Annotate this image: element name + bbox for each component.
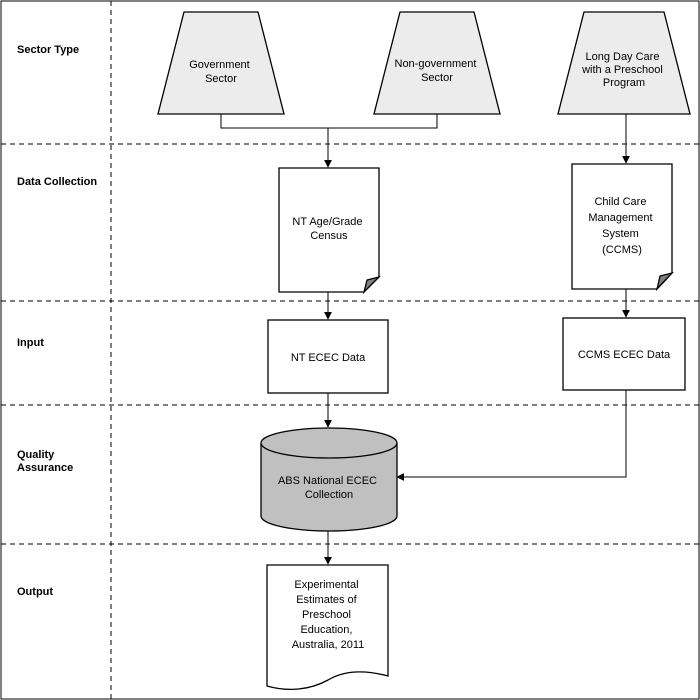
node-text-line: Non-government	[395, 58, 477, 70]
node-text-line: CCMS ECEC Data	[578, 349, 671, 361]
node-long-day-care: Long Day Care with a Preschool Program	[557, 11, 691, 115]
arrow-ccms-ecec-to-abs	[396, 390, 627, 481]
node-long-day-care-text: Long Day Care with a Preschool Program	[581, 51, 666, 89]
node-ccms-text: Child Care Management System (CCMS)	[588, 196, 655, 256]
node-nongovernment-sector: Non-government Sector	[373, 11, 501, 115]
node-text-line: Program	[603, 77, 645, 89]
node-text-line: (CCMS)	[602, 244, 642, 256]
node-nongovernment-sector-text: Non-government Sector	[395, 58, 480, 84]
connector-government-to-merge	[220, 114, 328, 129]
node-ccms-ecec-data-text: CCMS ECEC Data	[578, 349, 671, 361]
node-government-sector: Government Sector	[157, 11, 285, 115]
node-text-line: Estimates of	[296, 594, 357, 606]
node-text-line: Sector	[421, 72, 453, 84]
node-text-line: NT ECEC Data	[291, 352, 366, 364]
node-text-line: Australia, 2011	[292, 639, 365, 651]
lane-label-input: Input	[17, 337, 44, 349]
node-text-line: ABS National ECEC	[278, 475, 377, 487]
node-text-line: Collection	[305, 489, 353, 501]
node-text-line: Sector	[205, 73, 237, 85]
node-text-line: NT Age/Grade	[292, 216, 362, 228]
lane-label-quality-assurance: Quality Assurance	[17, 449, 73, 474]
lane-label-data-collection: Data Collection	[17, 176, 97, 188]
node-text-line: Education,	[300, 624, 352, 636]
connector-nongovernment-to-merge	[328, 114, 438, 129]
node-text-line: Long Day Care	[585, 51, 659, 63]
node-nt-ecec-data: NT ECEC Data	[267, 319, 389, 394]
node-ccms: Child Care Management System (CCMS)	[571, 163, 674, 292]
node-text-line: Child Care	[594, 196, 646, 208]
node-abs-national-ecec-collection: ABS National ECEC Collection	[260, 427, 398, 532]
node-text-line: System	[602, 228, 639, 240]
node-output-experimental-estimates: Experimental Estimates of Preschool Educ…	[266, 564, 389, 690]
node-nt-age-grade-census: NT Age/Grade Census	[278, 167, 382, 295]
lane-label-quality: Quality	[17, 449, 55, 461]
lane-label-sector-type: Sector Type	[17, 44, 79, 56]
lane-label-assurance: Assurance	[17, 462, 73, 474]
node-text-line: with a Preschool	[581, 64, 663, 76]
node-text-line: Management	[588, 212, 652, 224]
node-text-line: Census	[310, 230, 348, 242]
node-government-sector-text: Government Sector	[189, 59, 253, 85]
node-text-line: Government	[189, 59, 250, 71]
node-nt-age-grade-census-text: NT Age/Grade Census	[292, 216, 365, 242]
node-text-line: Preschool	[302, 609, 351, 621]
node-text-line: Experimental	[294, 579, 358, 591]
node-output-text: Experimental Estimates of Preschool Educ…	[292, 579, 365, 651]
node-ccms-ecec-data: CCMS ECEC Data	[562, 317, 686, 391]
lane-label-output: Output	[17, 586, 53, 598]
node-abs-national-ecec-collection-text: ABS National ECEC Collection	[278, 475, 380, 501]
node-nt-ecec-data-text: NT ECEC Data	[291, 352, 366, 364]
